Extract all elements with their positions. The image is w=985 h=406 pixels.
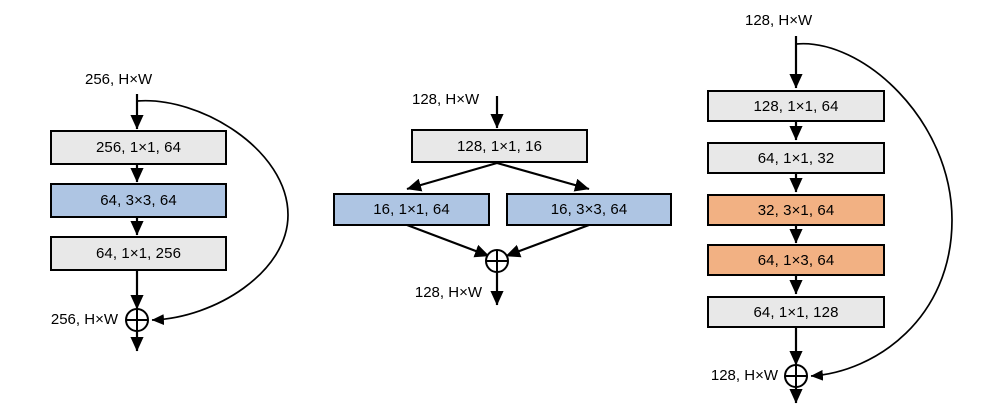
right-layer-3-label: 32, 3×1, 64 (757, 201, 835, 219)
right-layer-1-label: 128, 1×1, 64 (753, 97, 839, 115)
middle-block-connectors (406, 96, 590, 306)
left-block-connectors (125, 94, 289, 352)
left-layer-2[interactable]: 64, 3×3, 64 (50, 183, 227, 218)
left-layer-3-label: 64, 1×1, 256 (95, 245, 182, 262)
left-layer-1[interactable]: 256, 1×1, 64 (50, 130, 227, 165)
right-layer-5-label: 64, 1×1, 128 (753, 303, 839, 321)
middle-branch-2-label: 16, 3×3, 64 (550, 201, 628, 218)
left-layer-1-label: 256, 1×1, 64 (95, 139, 182, 156)
right-layer-1[interactable]: 128, 1×1, 64 (707, 90, 885, 122)
middle-branch-2[interactable]: 16, 3×3, 64 (506, 193, 672, 226)
right-layer-3[interactable]: 32, 3×1, 64 (707, 194, 885, 226)
middle-input-label: 128, H×W (412, 91, 480, 108)
right-layer-2[interactable]: 64, 1×1, 32 (707, 142, 885, 174)
right-layer-4-label: 64, 1×3, 64 (757, 251, 835, 269)
left-layer-3[interactable]: 64, 1×1, 256 (50, 236, 227, 271)
skip-connection-curve-right (795, 42, 953, 381)
right-layer-2-label: 64, 1×1, 32 (757, 149, 835, 167)
middle-branch-1-label: 16, 1×1, 64 (373, 201, 450, 218)
left-output-label: 256, H×W (50, 311, 118, 328)
middle-layer-1-label: 128, 1×1, 16 (456, 137, 543, 155)
left-layer-2-label: 64, 3×3, 64 (100, 192, 177, 209)
right-layer-4[interactable]: 64, 1×3, 64 (707, 244, 885, 276)
middle-output-label: 128, H×W (414, 284, 482, 301)
right-output-label: 128, H×W (710, 367, 778, 384)
middle-layer-1[interactable]: 128, 1×1, 16 (411, 129, 588, 163)
right-input-label: 128, H×W (745, 12, 813, 29)
right-block-connectors (784, 36, 953, 404)
right-layer-5[interactable]: 64, 1×1, 128 (707, 296, 885, 328)
left-input-label: 256, H×W (85, 71, 153, 88)
skip-connection-curve-left (136, 99, 289, 326)
middle-branch-1[interactable]: 16, 1×1, 64 (333, 193, 490, 226)
